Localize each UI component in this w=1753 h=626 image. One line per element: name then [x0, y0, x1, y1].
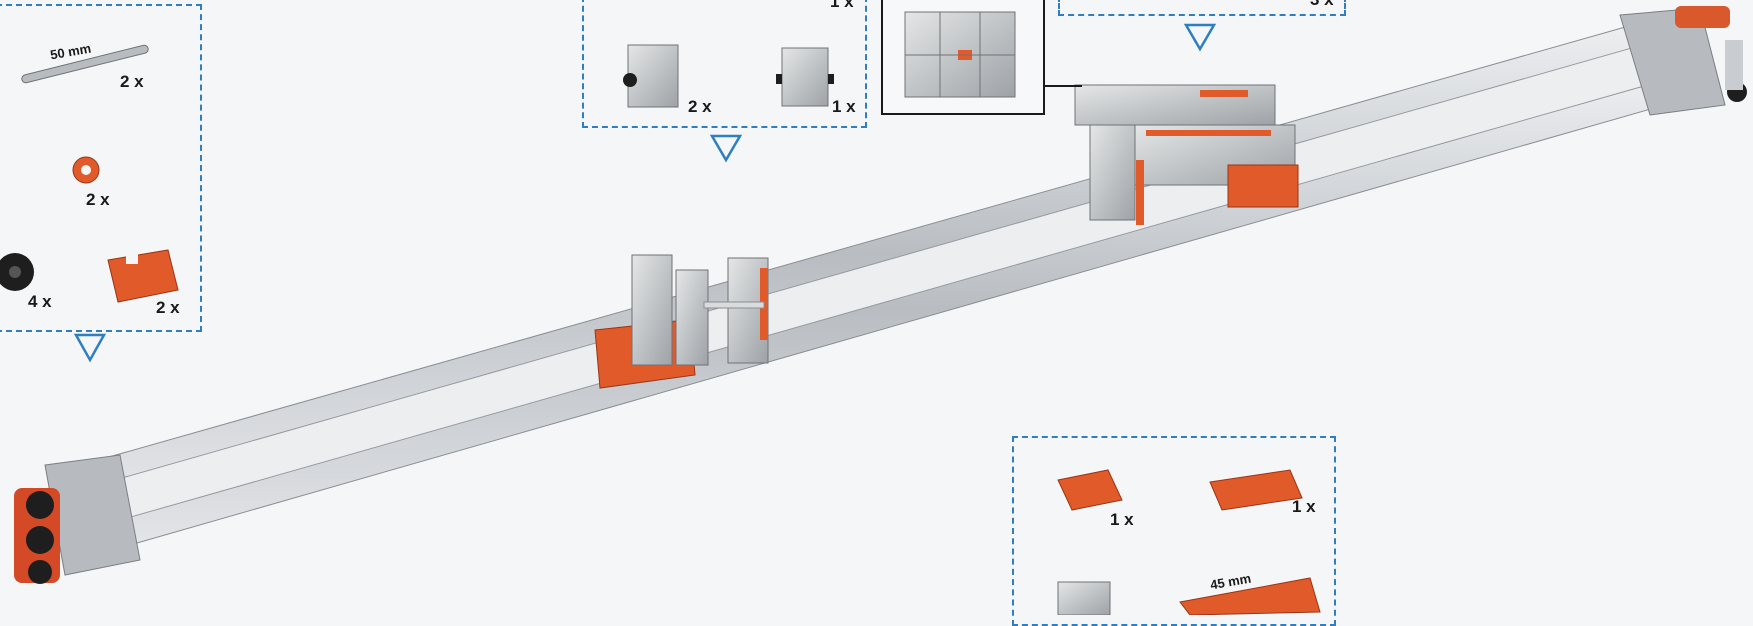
pulley-qty-label: 4 x — [28, 292, 52, 311]
detail-inset — [881, 0, 1045, 115]
left-box-parts — [0, 44, 179, 303]
middle-carriage — [594, 254, 769, 389]
block-a-qty-label: 2 x — [688, 97, 712, 116]
parts-box-left — [0, 4, 202, 332]
left-end-gears — [14, 488, 60, 584]
axle-qty-label: 2 x — [120, 72, 144, 91]
upper-carriage — [1074, 84, 1299, 225]
plate-large-qty-label: 1 x — [1292, 497, 1316, 516]
block-b-qty-label: 1 x — [832, 97, 856, 116]
parts-box-top-right — [1058, 0, 1346, 16]
top-center-qty-top: 1 x — [830, 0, 854, 11]
right-end-gears — [1675, 6, 1747, 102]
parts-box-top-center — [582, 0, 867, 128]
bracket-qty-label: 2 x — [156, 298, 180, 317]
bottom-box-parts — [1057, 469, 1321, 615]
gear-qty-label: 2 x — [86, 190, 110, 209]
plate-small-qty-label: 1 x — [1110, 510, 1134, 529]
top-right-qty-label: 3 x — [1310, 0, 1334, 10]
parts-box-bottom — [1012, 436, 1336, 626]
top-center-parts — [623, 44, 834, 108]
